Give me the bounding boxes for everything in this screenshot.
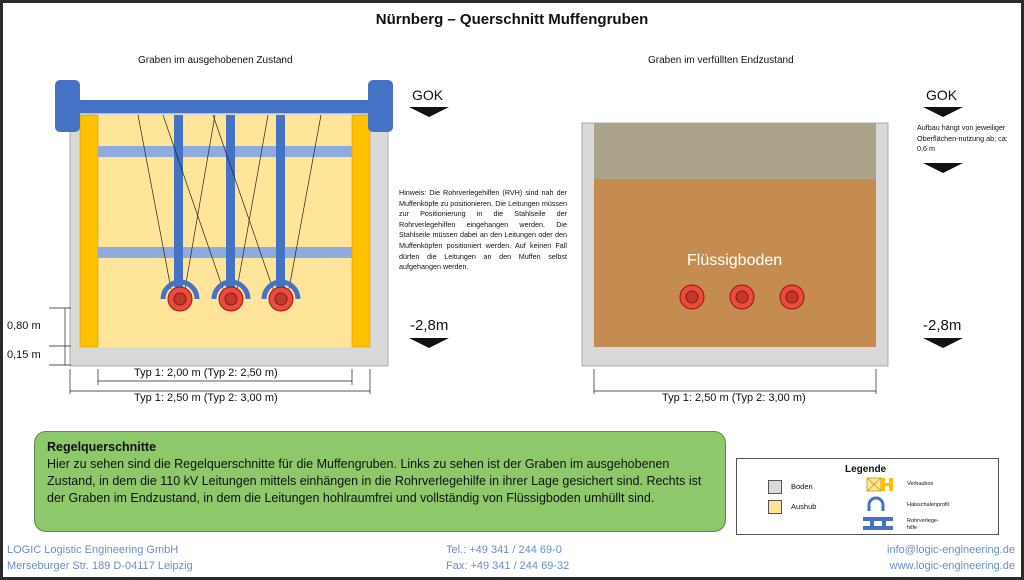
rvh-post-2 (226, 115, 235, 287)
summary-heading: Regelquerschnitte (47, 440, 157, 454)
left-vertical-dimensions (49, 307, 71, 366)
right-cover-layer (594, 123, 876, 179)
rohrverlegehilfe-icon (863, 517, 893, 530)
slide: { "title": "Nürnberg – Querschnitt Muffe… (3, 3, 1021, 577)
footer-company: LOGIC Logistic Engineering GmbH (7, 544, 179, 556)
legend-icons (863, 477, 893, 530)
upper-strut (98, 146, 352, 157)
footer-fax: Fax: +49 341 / 244 69-32 (446, 560, 570, 572)
left-gok-arrow (409, 107, 449, 117)
dim-inner-label: Typ 1: 2,00 m (Typ 2: 2,50 m) (134, 367, 278, 379)
halsschalenprofil-icon (867, 496, 885, 511)
summary-box: Regelquerschnitte Hier zu sehen sind die… (34, 431, 726, 532)
footer-address: Merseburger Str. 189 D-04117 Leipzig (7, 560, 193, 572)
left-depth-label: -2,8m (410, 317, 449, 334)
rvh-top-beam (63, 100, 393, 113)
left-subtitle: Graben im ausgehobenen Zustand (138, 55, 293, 66)
right-gok-arrow (923, 107, 963, 117)
right-subtitle: Graben im verfüllten Endzustand (648, 55, 794, 66)
left-verbau-wall (79, 114, 99, 348)
aufbau-note: Aufbau hängt von jeweiliger Oberflächen-… (917, 123, 1008, 154)
right-fill-layer (594, 179, 876, 347)
legend-label-verbaubox: Verbaubox (907, 481, 934, 487)
footer-web[interactable]: www.logic-engineering.de (889, 560, 1015, 572)
dim-outer-label-right: Typ 1: 2,50 m (Typ 2: 3,00 m) (662, 392, 806, 404)
legend-title: Legende (845, 464, 887, 475)
right-horizontal-dimensions (593, 369, 877, 394)
rvh-right-cap (368, 80, 393, 132)
right-aufbau-arrow (923, 163, 963, 173)
steel-ropes (137, 114, 322, 290)
dim-080-label: 0,80 m (7, 320, 41, 332)
rvh-post-1 (174, 115, 183, 287)
dim-015-label: 0,15 m (7, 349, 41, 361)
summary-body: Hier zu sehen sind die Regelquerschnitte… (47, 457, 702, 505)
legend-label-halsschalenprofil: Halsschalenprofil (907, 502, 949, 508)
grey-square (768, 480, 782, 494)
yellow-square (768, 500, 782, 514)
fill-label: Flüssigboden (687, 252, 783, 269)
right-depth-arrow (923, 338, 963, 348)
left-horizontal-dimensions (69, 369, 371, 394)
footer-email[interactable]: info@logic-engineering.de (887, 544, 1015, 556)
verbaubox-icon (866, 477, 893, 492)
left-cables (160, 279, 301, 312)
legend-label-aushub: Aushub (791, 502, 817, 511)
legend-label-boden: Boden (791, 482, 813, 491)
dim-outer-label-left: Typ 1: 2,50 m (Typ 2: 3,00 m) (134, 392, 278, 404)
legend-label-rohrverlegehilfe: Rohrverlege-hilfe (907, 518, 939, 531)
installation-hint: Hinweis: Die Rohrverlegehilfen (RVH) sin… (399, 188, 567, 272)
page-title: Nürnberg – Querschnitt Muffengruben (375, 11, 649, 28)
right-gok-label: GOK (926, 87, 958, 103)
right-cables (679, 284, 805, 310)
footer-tel: Tel.: +49 341 / 244 69-0 (446, 544, 562, 556)
left-gok-label: GOK (412, 87, 444, 103)
legend: Legende Boden Aushub Verbaubox Halsschal… (736, 458, 999, 535)
right-verbau-wall (351, 114, 371, 348)
rvh-left-cap (55, 80, 80, 132)
lower-strut (98, 247, 352, 258)
left-depth-arrow (409, 338, 449, 348)
right-depth-label: -2,8m (923, 317, 962, 334)
cross-section-drawing (49, 80, 963, 394)
rvh-post-3 (276, 115, 285, 287)
